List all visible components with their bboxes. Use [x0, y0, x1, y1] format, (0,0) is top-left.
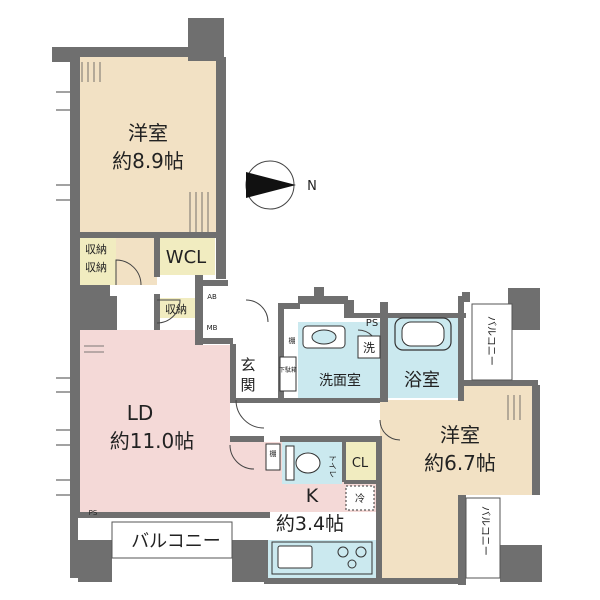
toilet-unit — [285, 445, 295, 481]
kitchen-name: K — [306, 485, 319, 507]
kitchen-size: 約3.4帖 — [276, 513, 344, 535]
storage-label-1: 収納 — [85, 243, 107, 256]
toilet-label: トイレ — [328, 454, 337, 478]
storage-floor — [78, 237, 116, 285]
compass — [245, 160, 296, 210]
living-size: 約11.0帖 — [110, 429, 195, 453]
ps-label-1: PS — [366, 318, 378, 329]
mb-label: MB — [207, 324, 218, 332]
ab-label: AB — [207, 293, 217, 301]
storage-label-2: 収納 — [85, 261, 107, 274]
wcl-floor — [157, 237, 215, 275]
balcony-right-lower — [465, 497, 501, 579]
window-frames — [56, 91, 70, 496]
washer-space — [357, 335, 381, 359]
entrance-floor — [230, 355, 278, 400]
north-label: N — [307, 179, 317, 194]
western-room-2-floor — [380, 385, 532, 578]
compass-arrow — [246, 172, 296, 198]
washer-label: 洗 — [363, 341, 375, 355]
stove-burner-1 — [337, 546, 349, 558]
fridge-label: 冷 — [355, 492, 365, 505]
ps-label-2: PS — [89, 509, 98, 517]
western-room-1-floor — [78, 57, 218, 237]
entrance-label-2: 関 — [240, 376, 255, 394]
stove-burner-3 — [347, 559, 357, 569]
shelf-toilet-label: 棚 — [270, 449, 277, 458]
shelf-toilet — [265, 443, 281, 471]
balcony-right-upper — [471, 303, 513, 381]
washroom-label: 洗面室 — [319, 372, 361, 389]
storage-label-3: 収納 — [165, 303, 187, 316]
closet-label: CL — [352, 456, 369, 471]
living-name: LD — [127, 401, 154, 425]
entrance-label-1: 玄 — [240, 356, 255, 374]
room2-size: 約6.7帖 — [424, 451, 496, 475]
shoe-cabinet-label: 下駄箱 — [279, 366, 297, 374]
basin-bowl — [311, 329, 337, 345]
stove-burner-2 — [355, 546, 367, 558]
balcony-bottom-label: バルコニー — [131, 531, 221, 552]
bathtub-inner — [401, 321, 445, 347]
balcony-bottom — [111, 521, 233, 559]
room1-size: 約8.9帖 — [112, 149, 184, 173]
walls — [52, 18, 542, 585]
bath-label: 浴室 — [404, 370, 440, 391]
kitchen-sink — [277, 545, 313, 569]
room2-name: 洋室 — [440, 423, 480, 447]
toilet-bowl — [295, 452, 321, 474]
balcony-right-upper-label: バルコニー — [485, 316, 497, 366]
room1-name: 洋室 — [128, 121, 168, 145]
closet-floor — [344, 442, 377, 480]
storage-small-floor — [157, 298, 195, 318]
fridge-space — [345, 485, 375, 511]
shoe-cabinet — [279, 356, 297, 392]
shelf-label: 棚 — [289, 336, 296, 345]
wcl-label: WCL — [166, 247, 206, 268]
curtain-marks — [81, 62, 521, 420]
balcony-right-lower-label: バルコニー — [479, 506, 491, 556]
